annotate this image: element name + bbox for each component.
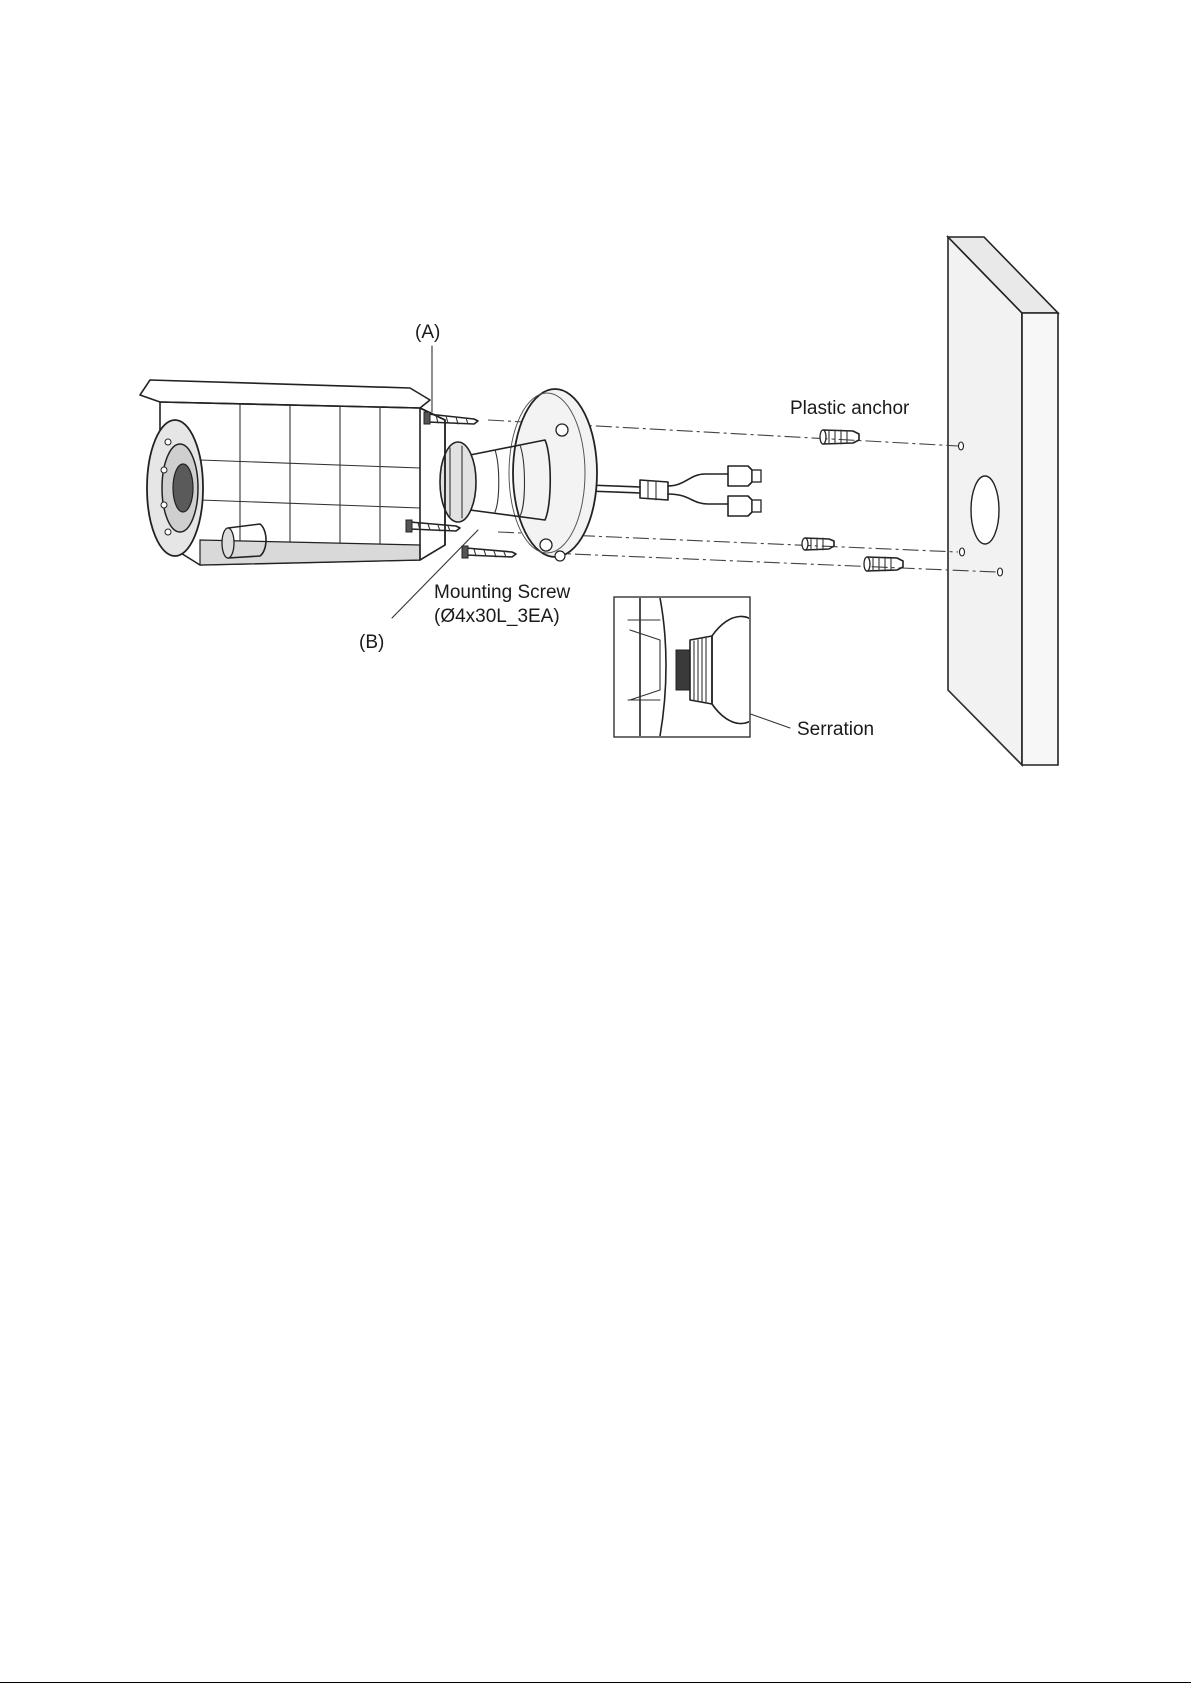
page-bottom-rule (0, 1681, 1191, 1685)
plastic-anchor-label: Plastic anchor (790, 398, 910, 419)
mounting-screw (462, 546, 516, 558)
wall-drill-hole (960, 548, 965, 556)
serration-detail-inset (614, 597, 760, 737)
bottom-rule-line (0, 1682, 1191, 1683)
camera-housing (140, 380, 445, 565)
screw-b-label: (B) (359, 632, 384, 653)
screw-a-label: (A) (415, 322, 440, 343)
wall-panel (948, 237, 1058, 765)
mounting-screw-label: Mounting Screw (434, 582, 571, 603)
mounting-screw-spec-label: (Ø4x30L_3EA) (434, 606, 560, 627)
camera-cable (588, 466, 761, 516)
leader-line-b (392, 530, 478, 618)
serration-label: Serration (797, 719, 874, 740)
plastic-anchor (864, 557, 903, 571)
wall-cable-hole (971, 476, 999, 544)
mounting-base-plate (509, 389, 597, 561)
plastic-anchor (820, 430, 859, 444)
mounting-screw (406, 520, 460, 532)
mounting-screw (424, 412, 478, 424)
wall-drill-hole (998, 568, 1003, 576)
wall-drill-hole (959, 442, 964, 450)
plastic-anchor (802, 538, 834, 550)
